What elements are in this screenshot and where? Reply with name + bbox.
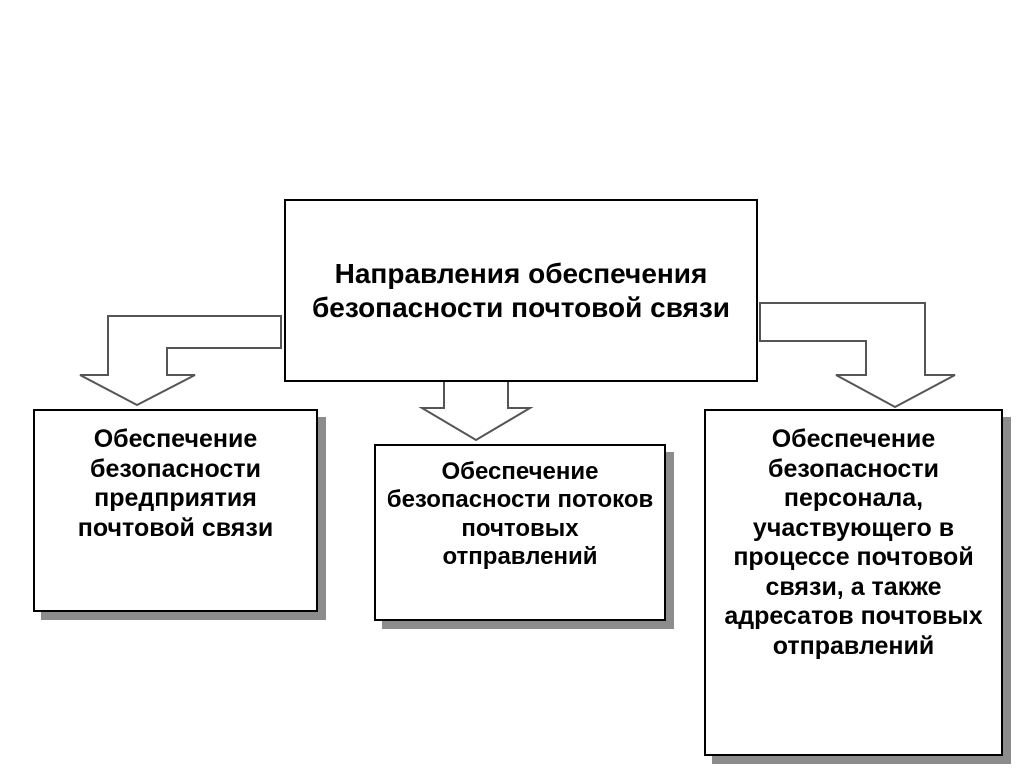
arrow-center — [418, 380, 534, 442]
leaf-node-enterprise-label: Обеспечение безопасности предприятия поч… — [77, 425, 274, 542]
root-node-label: Направления обеспечения безопасности поч… — [311, 258, 731, 323]
leaf-node-enterprise-security[interactable]: Обеспечение безопасности предприятия поч… — [33, 409, 318, 612]
leaf-node-mail-flows-label: Обеспечение безопасности потоков почтовы… — [386, 458, 654, 570]
leaf-node-personnel-security[interactable]: Обеспечение безопасности персонала, учас… — [704, 409, 1003, 756]
leaf-node-mail-flows-security[interactable]: Обеспечение безопасности потоков почтовы… — [374, 444, 666, 621]
arrow-left — [79, 315, 282, 407]
leaf-node-personnel-label: Обеспечение безопасности персонала, учас… — [724, 425, 983, 660]
root-node-security-directions[interactable]: Направления обеспечения безопасности поч… — [284, 199, 758, 382]
arrow-right — [759, 302, 956, 409]
